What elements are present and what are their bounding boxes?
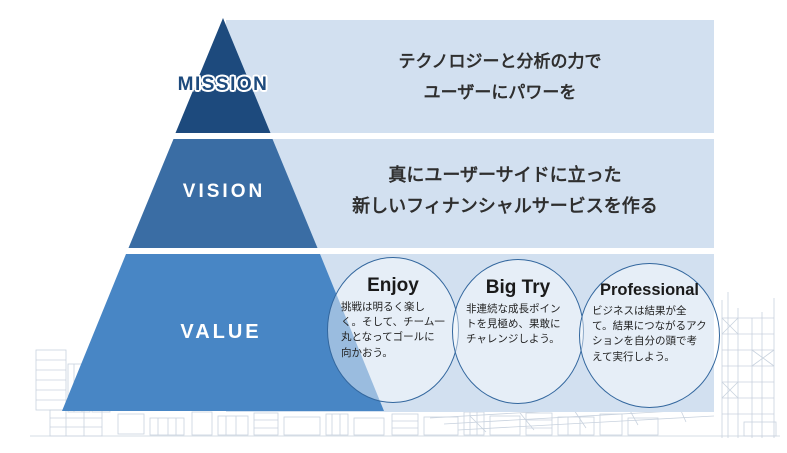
mission-statement-line2: ユーザーにパワーを	[423, 83, 577, 102]
vision-label: VISION	[182, 181, 266, 202]
vision-statement-line1: 真にユーザーサイドに立った	[388, 165, 622, 185]
mission-statement: テクノロジーと分析の力で ユーザーにパワーを	[286, 46, 714, 108]
value-circle-big-try-body: 非連続な成長ポイントを見極め、果敢にチャレンジしよう。	[466, 303, 561, 346]
mission-statement-line1: テクノロジーと分析の力で	[398, 52, 602, 71]
value-circle-professional: Professional ビジネスは結果が全て。結果につながるアクションを自分の…	[579, 263, 720, 408]
vision-statement-line2: 新しいフィナンシャルサービスを作る	[352, 196, 658, 216]
vision-statement: 真にユーザーサイドに立った 新しいフィナンシャルサービスを作る	[296, 160, 714, 222]
value-circle-enjoy-body: 挑戦は明るく楽しく。そして、チーム一丸となってゴールに向かおう。	[341, 301, 445, 359]
value-circle-enjoy: Enjoy 挑戦は明るく楽しく。そして、チーム一丸となってゴールに向かおう。	[327, 257, 459, 403]
value-label: VALUE	[180, 321, 262, 343]
value-circle-big-try: Big Try 非連続な成長ポイントを見極め、果敢にチャレンジしよう。	[452, 259, 584, 404]
mission-band	[226, 20, 714, 133]
mission-label: MISSION	[177, 74, 269, 95]
value-circle-professional-body: ビジネスは結果が全て。結果につながるアクションを自分の頭で考えて実行しよう。	[592, 305, 707, 363]
pyramid-vision-segment	[128, 139, 318, 248]
pyramid-mission-segment	[175, 18, 271, 133]
value-circle-enjoy-title: Enjoy	[367, 275, 419, 296]
value-circle-professional-title: Professional	[599, 281, 700, 299]
value-circle-big-try-title: Big Try	[485, 277, 551, 298]
pyramid-value-segment	[62, 254, 384, 411]
